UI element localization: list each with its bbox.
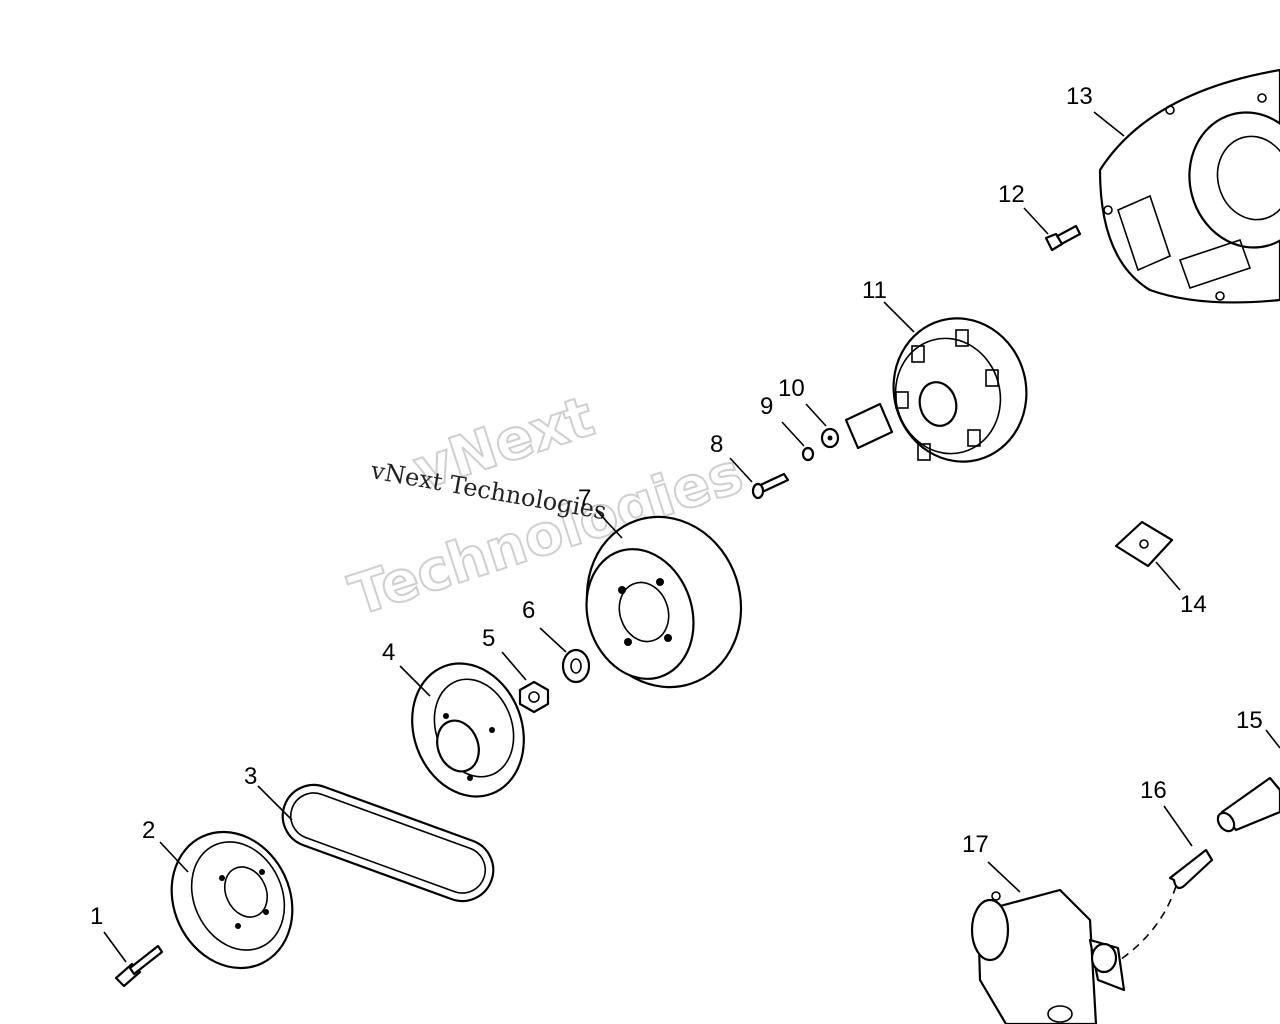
part-2-pulley [159, 830, 294, 970]
part-14-clip-nut [1114, 520, 1181, 591]
part-9-washer [781, 421, 815, 462]
callout-11: 11 [862, 277, 887, 304]
part-15-connector [1216, 729, 1280, 833]
callout-3: 3 [244, 763, 257, 790]
part-16-hose [1119, 805, 1214, 961]
part-17-starter-motor [970, 861, 1126, 1024]
part-12-bolt [1023, 207, 1082, 252]
part-13-housing [1093, 68, 1280, 304]
part-8-screw [729, 457, 790, 500]
callout-15: 15 [1236, 707, 1263, 734]
callout-labels: 1 2 3 4 5 6 7 8 9 10 11 12 13 14 15 16 1… [90, 83, 1263, 930]
part-7-flywheel [585, 509, 743, 689]
part-3-belt [257, 783, 495, 903]
callout-17: 17 [962, 831, 989, 858]
callout-5: 5 [482, 625, 495, 652]
callout-14: 14 [1180, 591, 1207, 618]
callout-2: 2 [142, 817, 155, 844]
callout-1: 1 [90, 903, 103, 930]
callout-9: 9 [760, 393, 773, 420]
callout-12: 12 [998, 181, 1025, 208]
callout-4: 4 [382, 639, 395, 666]
callout-6: 6 [522, 597, 535, 624]
part-4-ring-gear [399, 662, 525, 798]
callout-8: 8 [710, 431, 723, 458]
callout-10: 10 [778, 375, 805, 402]
part-5-nut [501, 651, 550, 714]
callout-13: 13 [1066, 83, 1093, 110]
callout-7: 7 [578, 485, 591, 512]
callout-16: 16 [1140, 777, 1167, 804]
part-10-washer [805, 403, 840, 449]
part-6-washer [539, 627, 591, 684]
part-1-bolt [103, 931, 164, 988]
part-11-stator [844, 301, 1028, 463]
